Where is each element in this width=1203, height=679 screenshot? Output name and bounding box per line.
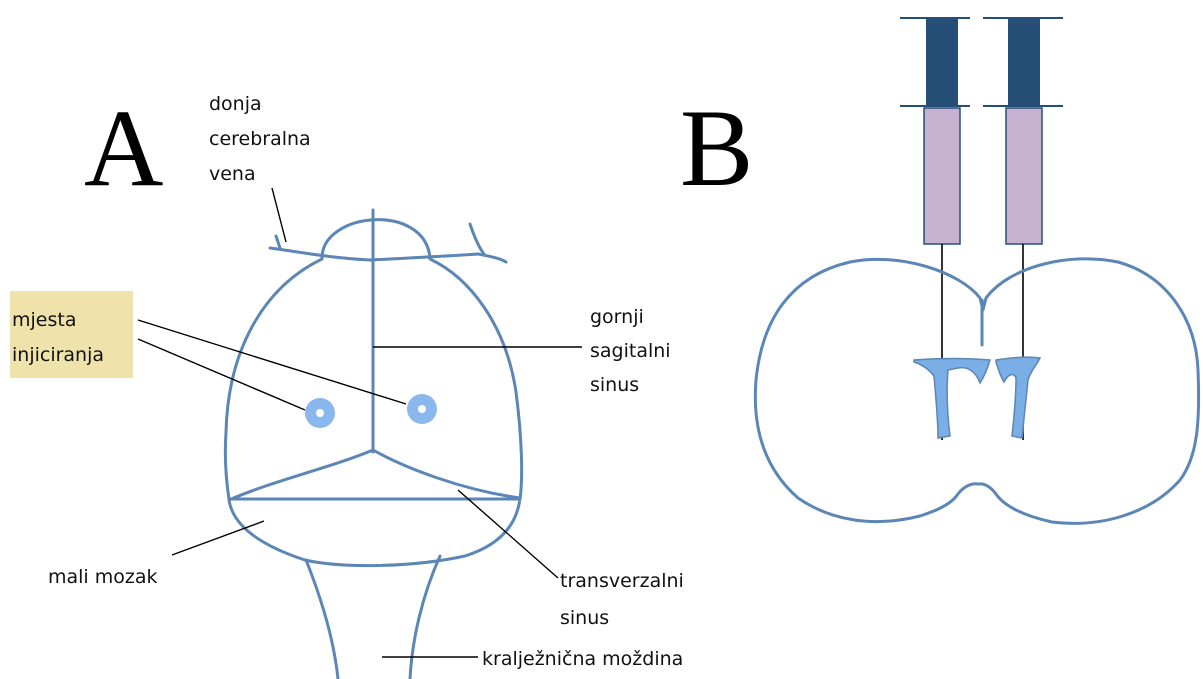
svg-text:vena: vena [209,163,256,185]
panel-b: B [680,18,1199,523]
leader-cerebellum [172,521,264,555]
panel-a: A donja cerebralna [10,87,684,679]
svg-text:transverzalni: transverzalni [560,570,684,592]
injection-site-left-center [316,409,324,417]
syringe-right-barrel [1006,108,1042,244]
leader-injection-site-right [138,320,406,404]
svg-text:donja: donja [209,93,262,115]
svg-text:sinus: sinus [560,607,609,629]
syringe-left-barrel [924,108,960,244]
label-transverse-sinus: transverzalni sinus [560,570,684,629]
panel-b-letter: B [680,87,753,209]
label-cerebellum: mali mozak [48,566,158,588]
svg-text:gornji: gornji [590,306,644,328]
spinal-cord-right-edge [410,556,440,679]
olfactory-bulb [322,220,430,258]
leader-inferior-cerebral-vein [272,188,286,242]
injection-site-right-center [418,405,426,413]
svg-text:injiciranja: injiciranja [12,344,104,366]
inferior-cerebral-vein [270,248,506,262]
label-spinal-cord: kralježnična moždina [482,648,683,670]
label-inferior-cerebral-vein: donja cerebralna vena [209,93,311,185]
ventricle-right [996,357,1040,438]
leader-transverse-sinus [458,490,558,578]
svg-text:mjesta: mjesta [12,309,76,331]
panel-a-letter: A [84,87,163,209]
cerebellum-outline [229,498,520,566]
coronal-section-outline [755,259,1198,524]
label-superior-sagittal-sinus: gornji sagitalni sinus [590,306,671,396]
transverse-sinus [229,450,520,500]
svg-text:cerebralna: cerebralna [209,128,311,150]
svg-text:sinus: sinus [590,374,639,396]
spinal-cord-left-edge [306,560,338,679]
inferior-cerebral-vein-right-branch [470,224,484,254]
svg-text:sagitalni: sagitalni [590,340,671,362]
ventricle-left [914,359,990,439]
leader-injection-site-left [138,339,305,410]
inferior-cerebral-vein-left-branch [276,236,280,248]
